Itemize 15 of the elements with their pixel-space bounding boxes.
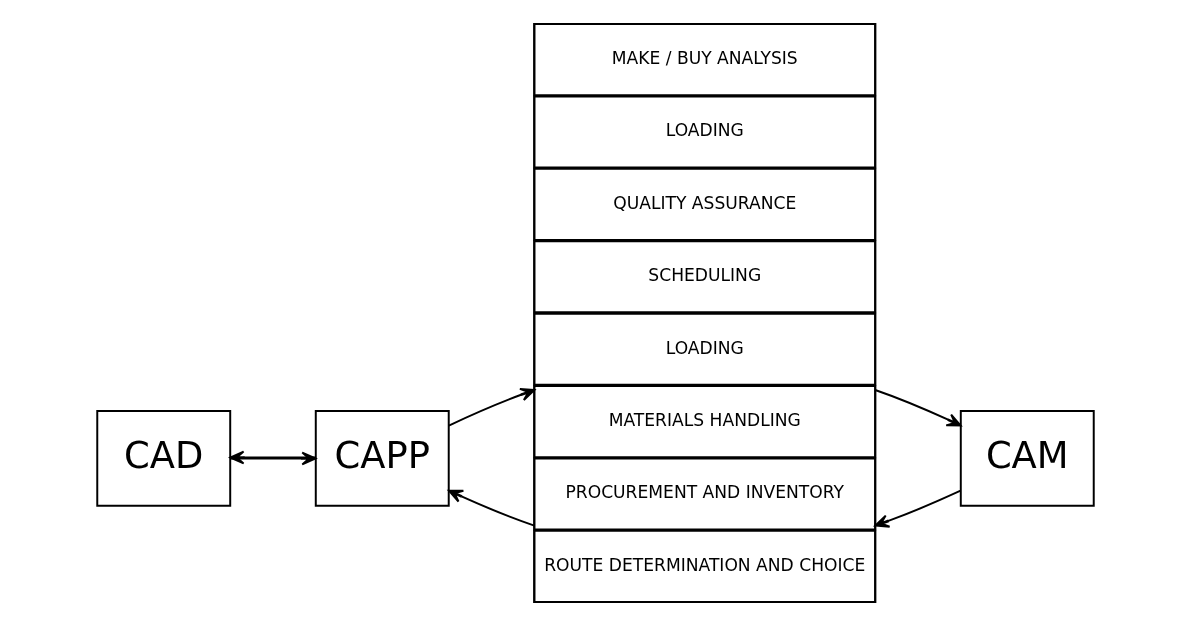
arrow bbox=[447, 387, 536, 427]
arrow bbox=[874, 489, 962, 528]
arrow bbox=[874, 389, 962, 427]
node-box: MAKE / BUY ANALYSIS bbox=[533, 23, 877, 97]
node-box: QUALITY ASSURANCE bbox=[533, 167, 877, 241]
arrow bbox=[447, 489, 536, 527]
node-box: CAPP bbox=[314, 410, 450, 507]
node-box: PROCUREMENT AND INVENTORY bbox=[533, 457, 877, 531]
node-box: SCHEDULING bbox=[533, 240, 877, 314]
node-box: LOADING bbox=[533, 312, 877, 386]
node-box: CAD bbox=[96, 410, 232, 507]
node-box: MATERIALS HANDLING bbox=[533, 385, 877, 459]
node-box: ROUTE DETERMINATION AND CHOICE bbox=[533, 529, 877, 603]
node-box: LOADING bbox=[533, 95, 877, 169]
node-box: CAM bbox=[959, 410, 1095, 507]
